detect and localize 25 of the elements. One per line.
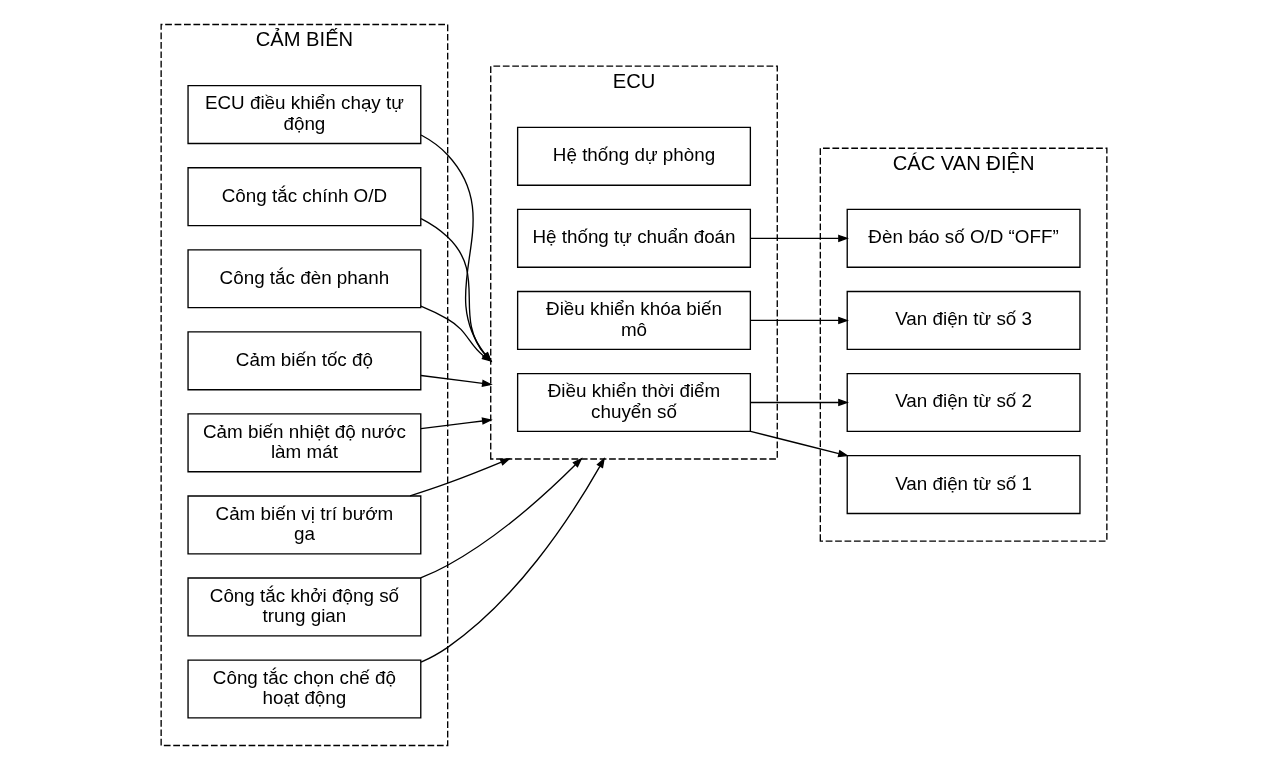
node-box: Công tắc đèn phanh xyxy=(187,249,422,309)
arrow xyxy=(419,457,583,579)
arrow xyxy=(420,417,493,430)
node-box: Van điện từ số 3 xyxy=(846,290,1081,351)
arrow xyxy=(749,234,849,243)
node-box: Cảm biến vị trí bướm ga xyxy=(187,495,422,555)
node-box: Công tắc khởi động số trung gian xyxy=(187,577,422,637)
arrow xyxy=(420,374,493,388)
node-box: ECU điều khiển chạy tự động xyxy=(187,85,422,145)
arrow xyxy=(409,458,511,497)
node-box: Điều khiển khóa biến mô xyxy=(516,290,752,351)
node-box: Hệ thống tự chuẩn đoán xyxy=(516,208,752,268)
arrow xyxy=(749,398,849,407)
arrow xyxy=(749,316,849,325)
node-box: Điều khiển thời điểm chuyển số xyxy=(516,372,752,433)
node-box: Công tắc chính O/D xyxy=(187,167,422,227)
arrow xyxy=(749,430,849,458)
node-box: Cảm biến tốc độ xyxy=(187,331,422,391)
node-box: Công tắc chọn chế độ hoạt động xyxy=(187,659,422,719)
node-box: Cảm biến nhiệt độ nước làm mát xyxy=(187,413,422,473)
node-box: Van điện từ số 2 xyxy=(846,372,1081,433)
node-box: Đèn báo số O/D “OFF” xyxy=(846,208,1081,268)
arrow xyxy=(420,457,605,663)
node-box: Van điện từ số 1 xyxy=(846,454,1081,515)
node-box: Hệ thống dự phòng xyxy=(516,126,752,186)
